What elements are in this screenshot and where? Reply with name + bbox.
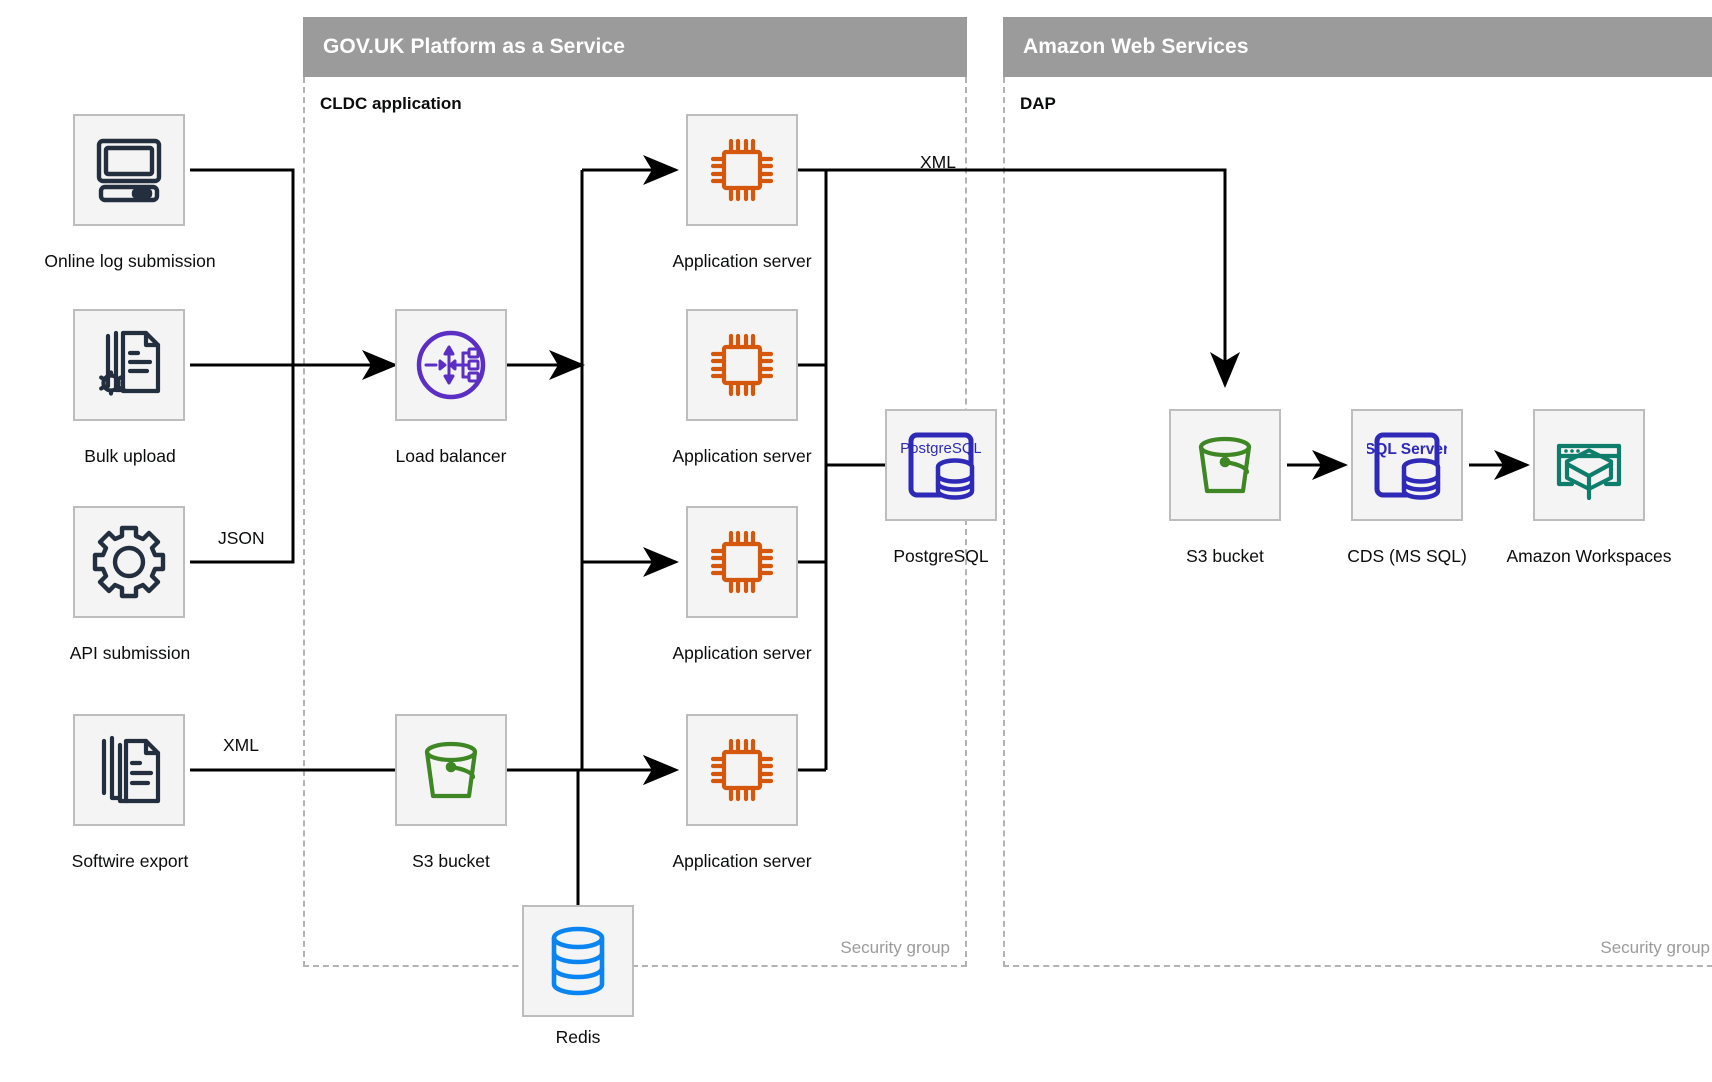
node-label-api-submission: API submission	[69, 643, 191, 663]
sql-server-icon-text: SQL Server	[1367, 441, 1447, 458]
group-body-paas	[303, 77, 967, 967]
cpu-chip-icon	[710, 138, 774, 202]
node-label-online-log-submission: Online log submission	[44, 251, 216, 271]
node-label-s3-bucket-aws: S3 bucket	[1186, 546, 1264, 566]
node-label-softwire-export: Softwire export	[71, 851, 189, 871]
node-label-redis: Redis	[555, 1027, 601, 1047]
postgresql-database-icon: PostgreSQL	[901, 432, 981, 500]
group-title-aws: Amazon Web Services	[1023, 35, 1249, 58]
sql-server-database-icon: SQL Server	[1367, 432, 1447, 500]
database-cylinder-icon	[551, 926, 605, 996]
amazon-workspaces-icon	[1556, 443, 1622, 501]
group-header-paas: GOV.UK Platform as a Service	[303, 17, 967, 77]
edge-label-json: JSON	[218, 528, 265, 548]
group-body-aws	[1003, 77, 1712, 967]
gear-icon	[92, 525, 166, 599]
group-header-aws: Amazon Web Services	[1003, 17, 1712, 77]
node-label-postgresql: PostgreSQL	[893, 546, 989, 566]
group-sublabel-cldc: CLDC application	[320, 94, 462, 113]
node-label-application-server-1: Application server	[672, 251, 812, 271]
cpu-chip-icon	[710, 333, 774, 397]
node-label-amazon-workspaces: Amazon Workspaces	[1506, 546, 1672, 566]
security-group-label-aws: Security group	[1600, 938, 1710, 957]
node-application-server-3[interactable]	[686, 506, 798, 618]
node-application-server-2[interactable]	[686, 309, 798, 421]
node-label-cds-ms-sql: CDS (MS SQL)	[1347, 546, 1467, 566]
node-postgresql[interactable]: PostgreSQL	[885, 409, 997, 521]
node-load-balancer[interactable]	[395, 309, 507, 421]
node-application-server-4[interactable]	[686, 714, 798, 826]
edge-label-xml-appserver: XML	[920, 152, 956, 172]
edge-label-xml-softwire: XML	[223, 735, 259, 755]
node-bulk-upload[interactable]	[73, 309, 185, 421]
group-title-paas: GOV.UK Platform as a Service	[323, 35, 625, 58]
security-group-label-paas: Security group	[840, 938, 950, 957]
desktop-computer-icon	[96, 138, 162, 203]
node-label-load-balancer: Load balancer	[395, 446, 507, 466]
s3-bucket-icon	[424, 741, 478, 799]
group-sublabel-dap: DAP	[1020, 94, 1056, 113]
node-cds-ms-sql[interactable]: SQL Server	[1351, 409, 1463, 521]
node-label-application-server-3: Application server	[672, 643, 812, 663]
postgresql-icon-text: PostgreSQL	[901, 440, 981, 457]
node-label-application-server-2: Application server	[672, 446, 812, 466]
node-label-s3-bucket-paas: S3 bucket	[412, 851, 490, 871]
node-label-application-server-4: Application server	[672, 851, 812, 871]
document-gear-icon	[99, 330, 161, 396]
node-redis[interactable]	[522, 905, 634, 1017]
node-application-server-1[interactable]	[686, 114, 798, 226]
node-s3-bucket-paas[interactable]	[395, 714, 507, 826]
documents-stack-icon	[101, 735, 161, 804]
node-s3-bucket-aws[interactable]	[1169, 409, 1281, 521]
node-amazon-workspaces[interactable]	[1533, 409, 1645, 521]
cpu-chip-icon	[710, 738, 774, 802]
load-balancer-icon	[416, 330, 486, 400]
cpu-chip-icon	[710, 530, 774, 594]
s3-bucket-icon	[1198, 436, 1252, 494]
node-api-submission[interactable]	[73, 506, 185, 618]
node-label-bulk-upload: Bulk upload	[84, 446, 176, 466]
node-softwire-export[interactable]	[73, 714, 185, 826]
node-online-log-submission[interactable]	[73, 114, 185, 226]
